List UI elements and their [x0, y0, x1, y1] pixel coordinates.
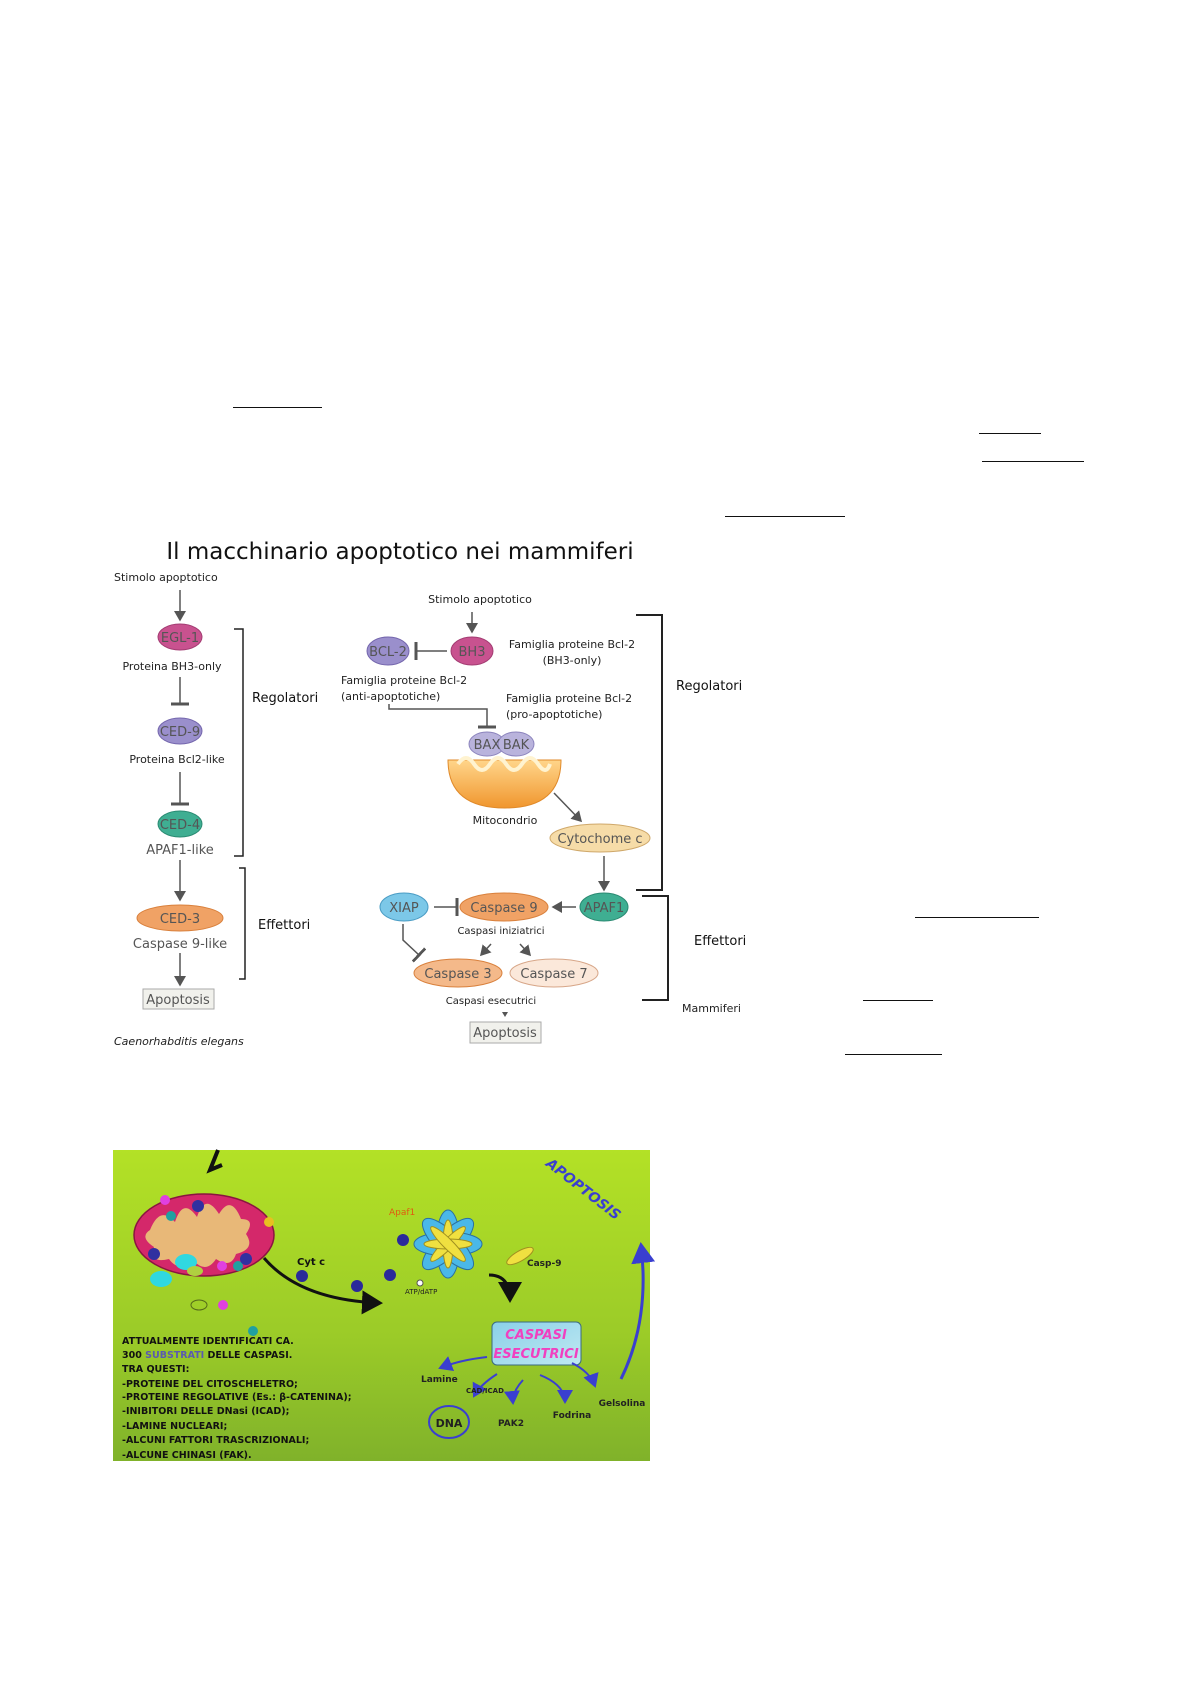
node-ced4 [157, 810, 203, 838]
casp7-label: Caspase 7 [520, 967, 587, 982]
anti-desc: Famiglia proteine Bcl-2 [341, 674, 467, 687]
casp3-label: Caspase 3 [424, 967, 491, 982]
species-label: Caenorhabditis elegans [114, 1035, 244, 1048]
underline-mark [863, 1000, 933, 1001]
apoptosis-label: Apoptosis [146, 993, 210, 1008]
node-ced3 [136, 904, 224, 932]
bracket [234, 628, 244, 857]
bh3-label: BH3 [459, 645, 486, 660]
stimulus-label: Stimolo apoptotico [428, 593, 532, 606]
bak-label: BAK [503, 738, 530, 753]
bh3-desc: (BH3-only) [543, 654, 602, 667]
figure-apoptotic-machinery: Il macchinario apoptotico nei mammiferi … [114, 539, 746, 1048]
ced9-label: CED-9 [160, 725, 200, 740]
ced4-desc: APAF1-like [146, 843, 214, 858]
bcl2-label: BCL-2 [369, 645, 407, 660]
cytochrome-label: Cytochome c [557, 832, 642, 847]
figure-title: Il macchinario apoptotico nei mammiferi [166, 539, 633, 565]
ced4-label: CED-4 [160, 818, 200, 833]
apoptosis-box [142, 988, 215, 1010]
apoptosis-label: Apoptosis [473, 1026, 537, 1041]
pak2-label: PAK2 [498, 1419, 524, 1429]
svg-text:-PROTEINE REGOLATIVE (Es.: β-C: -PROTEINE REGOLATIVE (Es.: β-CATENINA); [122, 1392, 352, 1403]
bracket [239, 867, 246, 980]
effectors-label: Effettori [694, 934, 746, 949]
svg-text:-ALCUNI FATTORI TRASCRIZIONALI: -ALCUNI FATTORI TRASCRIZIONALI; [122, 1435, 309, 1446]
species-label: Mammiferi [682, 1002, 741, 1015]
svg-text:-PROTEINE DEL CITOSCHELETRO;: -PROTEINE DEL CITOSCHELETRO; [122, 1379, 298, 1390]
apoptosome-icon [413, 1209, 483, 1279]
ced9-desc: Proteina Bcl2-like [129, 753, 225, 766]
regulators-label: Regolatori [252, 691, 318, 706]
underline-mark [845, 1054, 942, 1055]
node-egl1 [157, 623, 203, 651]
svg-text:-ALCUNE CHINASI (FAK).: -ALCUNE CHINASI (FAK). [122, 1450, 252, 1461]
bh3-desc: Famiglia proteine Bcl-2 [509, 638, 635, 651]
apaf1-label: APAF1 [584, 901, 625, 916]
pro-desc: Famiglia proteine Bcl-2 [506, 692, 632, 705]
initiators-label: Caspasi iniziatrici [457, 926, 544, 937]
box-label: CASPASI [505, 1328, 567, 1343]
dna-label: DNA [436, 1417, 463, 1430]
executor-caspases-box [491, 1321, 582, 1366]
egl1-desc: Proteina BH3-only [122, 660, 222, 673]
egl1-label: EGL-1 [161, 631, 199, 646]
executors-label: Caspasi esecutrici [446, 996, 536, 1007]
underline-mark [982, 461, 1084, 462]
stimulus-label: Stimolo apoptotico [114, 571, 218, 584]
ced3-label: CED-3 [160, 912, 200, 927]
figure-caspase-substrates: Cyt c Apaf1 ATP/dATP Casp-9 CASPASI ESEC… [113, 1149, 656, 1461]
svg-text:ATTUALMENTE IDENTIFICATI CA.: ATTUALMENTE IDENTIFICATI CA. [122, 1336, 294, 1347]
cytc-label: Cyt c [297, 1257, 325, 1268]
anti-desc: (anti-apoptotiche) [341, 690, 440, 703]
gelsolina-label: Gelsolina [599, 1399, 646, 1409]
lamine-label: Lamine [421, 1375, 458, 1385]
underline-mark [979, 433, 1041, 434]
svg-text:-INIBITORI DELLE DNasi (ICAD);: -INIBITORI DELLE DNasi (ICAD); [122, 1406, 289, 1417]
cad-icad-label: CAD/ICAD [466, 1387, 504, 1395]
casp9-label: Casp-9 [527, 1259, 561, 1269]
underline-mark [725, 516, 845, 517]
regulators-label: Regolatori [676, 679, 742, 694]
casp9-label: Caspase 9 [470, 901, 537, 916]
pro-desc: (pro-apoptotiche) [506, 708, 602, 721]
effectors-label: Effettori [258, 918, 310, 933]
node-ced9 [157, 717, 203, 745]
box-label: ESECUTRICI [493, 1347, 578, 1362]
underline-mark [915, 917, 1039, 918]
atp-label: ATP/dATP [405, 1288, 437, 1296]
apaf1-label: Apaf1 [389, 1208, 415, 1218]
substrates-text: ATTUALMENTE IDENTIFICATI CA. 300 SUBSTRA… [122, 1336, 352, 1461]
bax-label: BAX [474, 738, 501, 753]
svg-text:300 SUBSTRATI DELLE CASPASI.: 300 SUBSTRATI DELLE CASPASI. [122, 1350, 292, 1361]
bracket [636, 614, 663, 891]
fodrina-label: Fodrina [553, 1411, 591, 1421]
worm-pathway: Stimolo apoptotico EGL-1 Proteina BH3-on… [114, 571, 318, 1048]
bracket [642, 895, 669, 1001]
underline-mark [233, 407, 322, 408]
xiap-label: XIAP [389, 901, 419, 916]
mito-label: Mitocondrio [473, 814, 538, 827]
svg-text:TRA QUESTI:: TRA QUESTI: [122, 1364, 189, 1375]
mitochondrion-icon [447, 759, 562, 809]
mammal-pathway: Stimolo apoptotico BCL-2 BH3 Famiglia pr… [341, 593, 746, 1044]
svg-text:-LAMINE NUCLEARI;: -LAMINE NUCLEARI; [122, 1421, 227, 1432]
ced3-desc: Caspase 9-like [133, 937, 227, 952]
